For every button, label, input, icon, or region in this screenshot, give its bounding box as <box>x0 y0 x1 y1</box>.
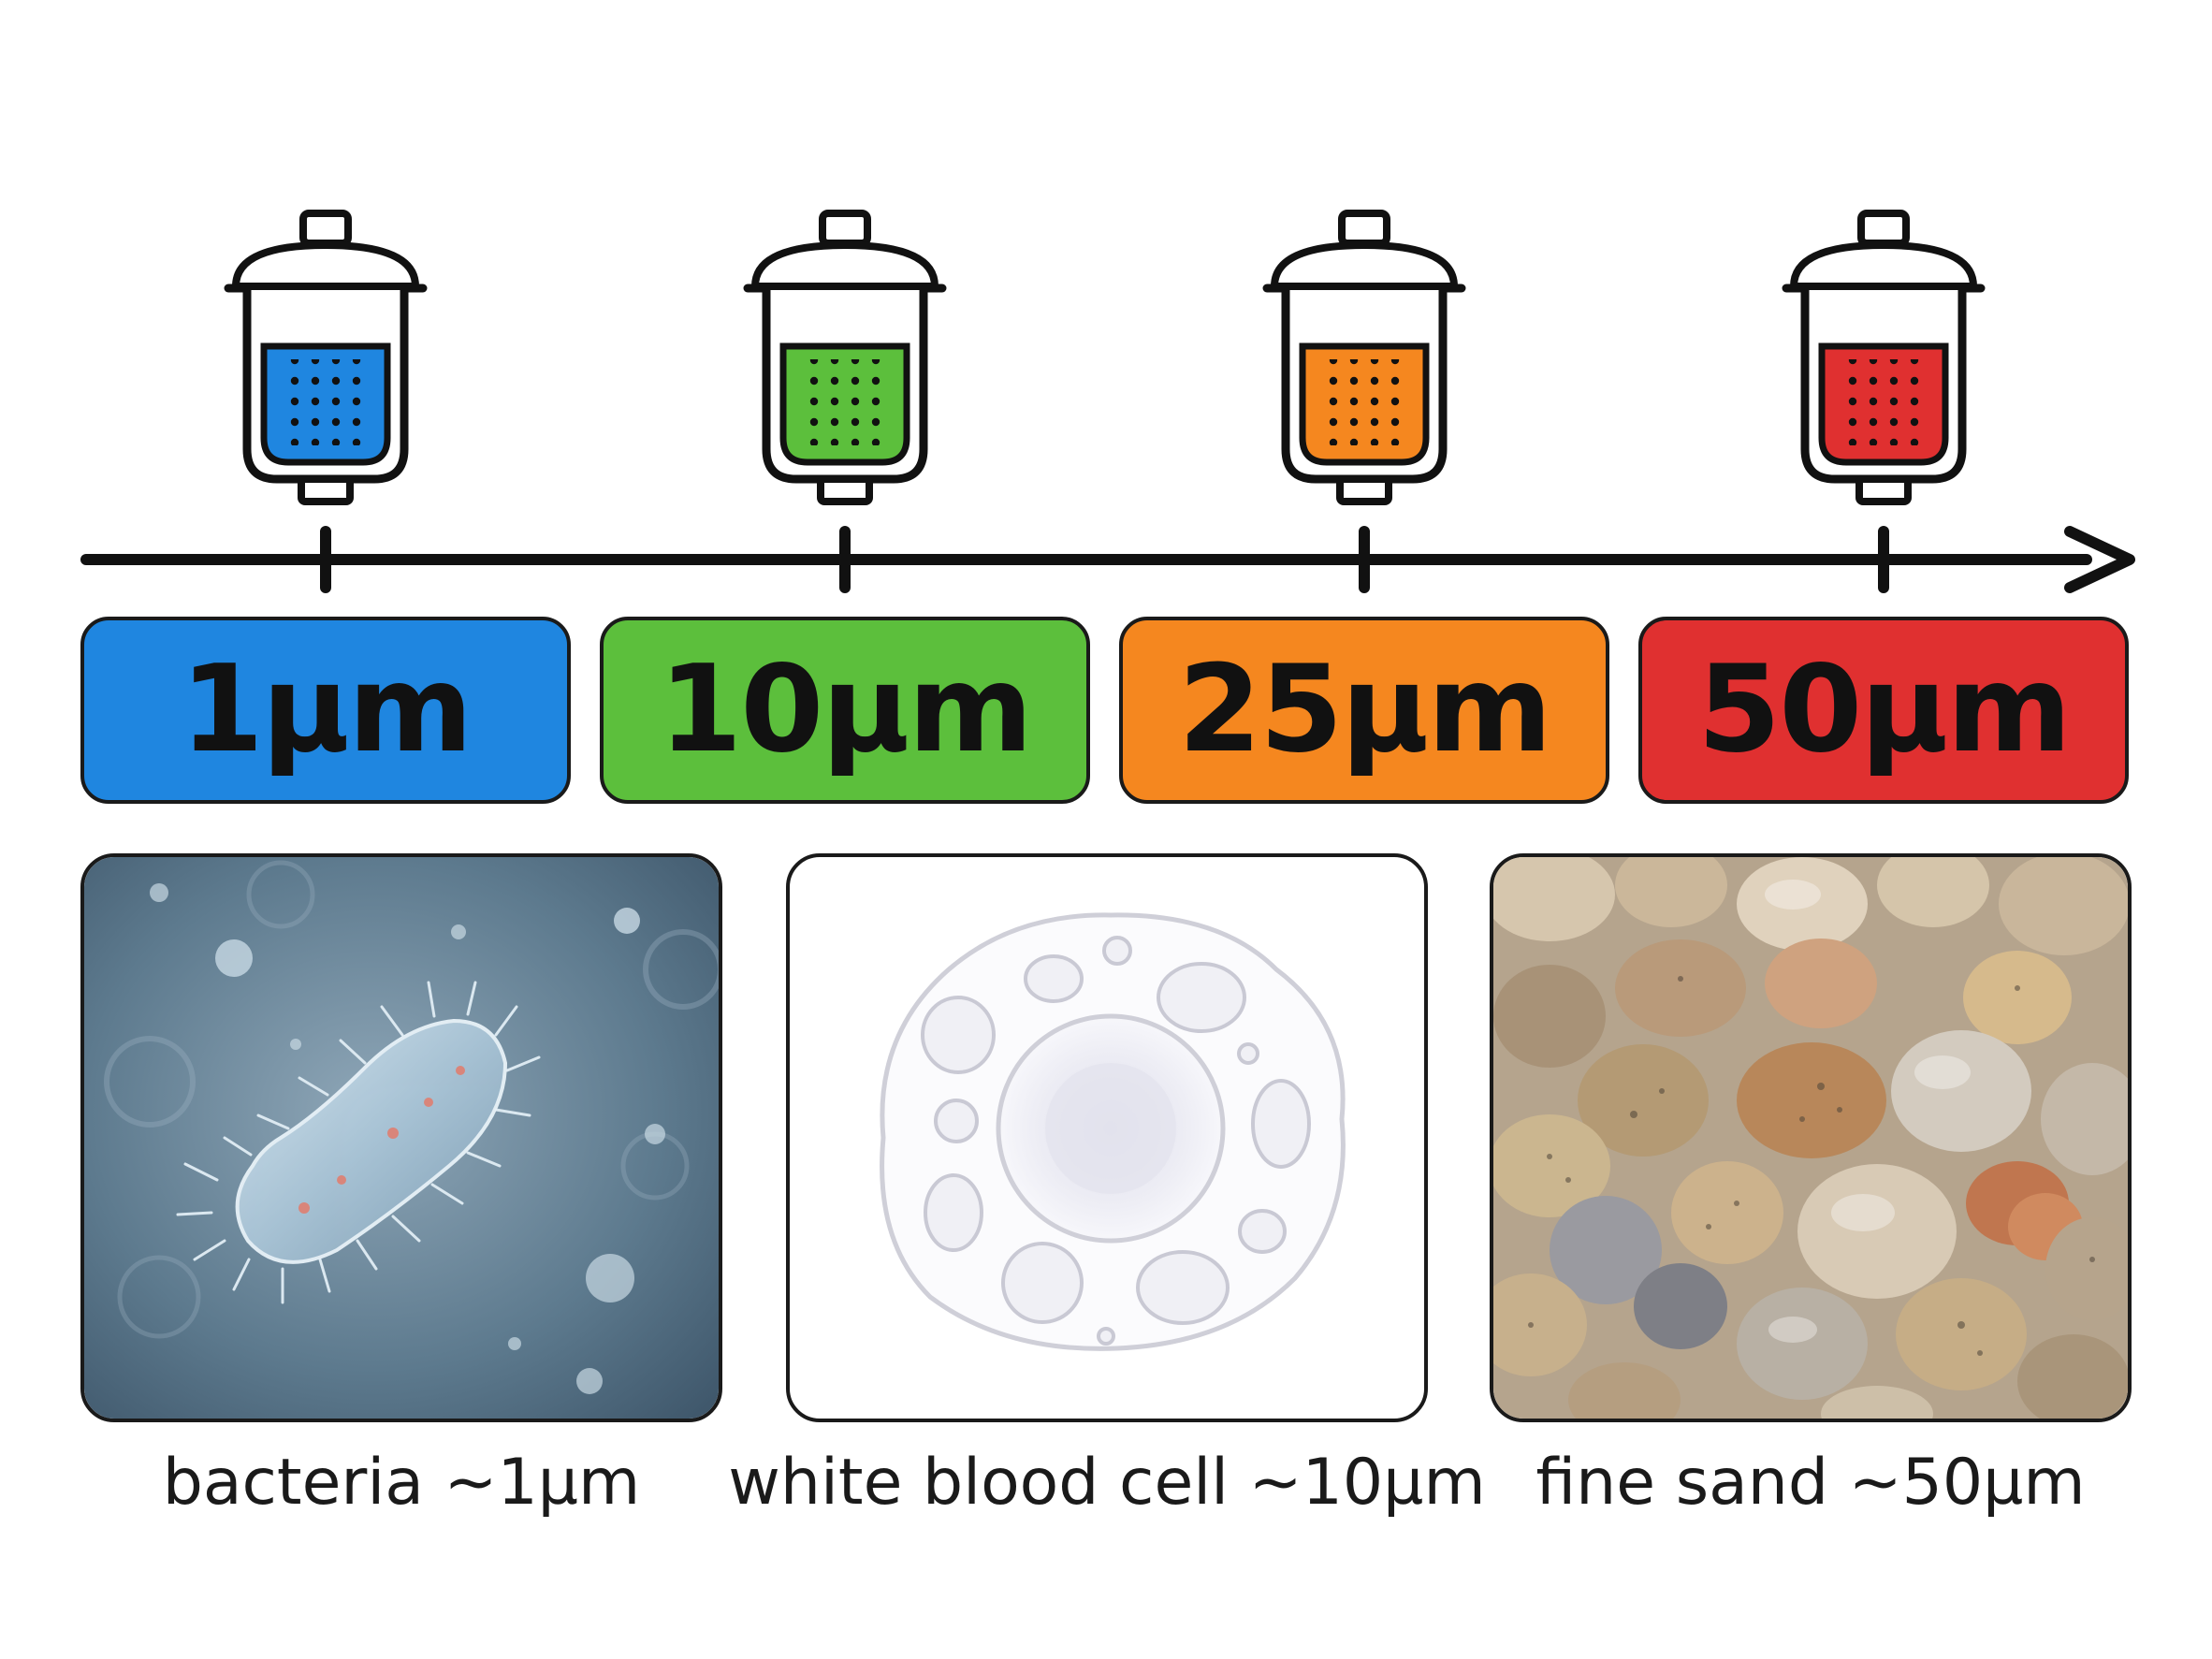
size-label-box-1: 1µm <box>80 617 571 804</box>
axis-arrowhead-icon <box>2064 526 2135 593</box>
filter-cartridge-icon <box>1782 210 1986 505</box>
sample-caption-white-blood-cell: white blood cell ~10µm <box>728 1446 1486 1520</box>
sample-caption-bacteria: bacteria ~1µm <box>162 1446 641 1520</box>
fine-sand-image <box>1490 853 2132 1422</box>
filter-axis-graphic <box>80 210 2135 593</box>
filter-cartridge-icon <box>1262 210 1466 505</box>
bacteria-image <box>80 853 722 1422</box>
filter-cartridge-icon <box>224 210 428 505</box>
size-label-text: 25µm <box>1178 640 1552 779</box>
size-label-text: 1µm <box>180 640 473 779</box>
size-label-box-4: 50µm <box>1638 617 2129 804</box>
size-label-box-2: 10µm <box>600 617 1090 804</box>
size-label-box-3: 25µm <box>1119 617 1609 804</box>
sample-caption-fine-sand: fine sand ~50µm <box>1535 1446 2086 1520</box>
size-label-text: 10µm <box>659 640 1033 779</box>
size-label-text: 50µm <box>1697 640 2072 779</box>
filter-cartridge-icon <box>743 210 947 505</box>
white-blood-cell-image <box>786 853 1428 1422</box>
